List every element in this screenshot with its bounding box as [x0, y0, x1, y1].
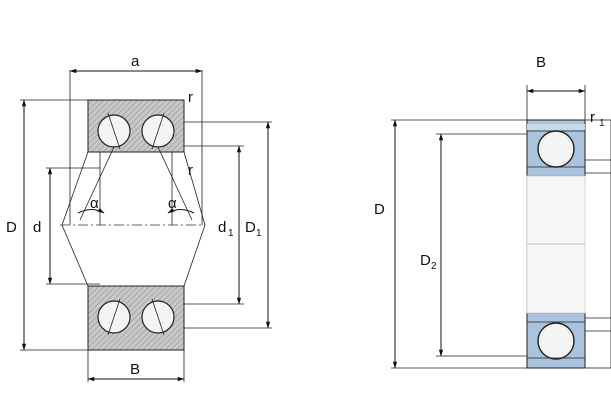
- right-bottom-ball: [537, 322, 575, 360]
- left-bearing-section: a r r D d α α d 1 D 1 B: [6, 53, 272, 382]
- label-alpha-left: α: [90, 195, 99, 212]
- label-alpha-right: α: [168, 195, 177, 212]
- label-r1-subscript: 1: [599, 118, 605, 129]
- label-D1: D: [245, 219, 256, 236]
- label-a: a: [131, 53, 140, 70]
- label-D1-subscript: 1: [256, 228, 262, 239]
- label-d1: d: [218, 219, 226, 236]
- right-top-ball: [537, 130, 575, 168]
- right-bearing-section: B r 1 D D 2: [374, 54, 611, 369]
- label-D2: D: [420, 252, 431, 269]
- label-B-left: B: [130, 361, 140, 378]
- label-r-mid: r: [188, 162, 193, 179]
- label-r1: r: [590, 109, 595, 126]
- label-B-right: B: [536, 54, 546, 71]
- label-D-right: D: [374, 201, 385, 218]
- right-bearing-body: [526, 175, 586, 314]
- label-D2-subscript: 2: [431, 261, 437, 272]
- label-r-top: r: [188, 89, 193, 106]
- label-D-left: D: [6, 219, 17, 236]
- label-d1-subscript: 1: [228, 228, 234, 239]
- label-d: d: [33, 219, 41, 236]
